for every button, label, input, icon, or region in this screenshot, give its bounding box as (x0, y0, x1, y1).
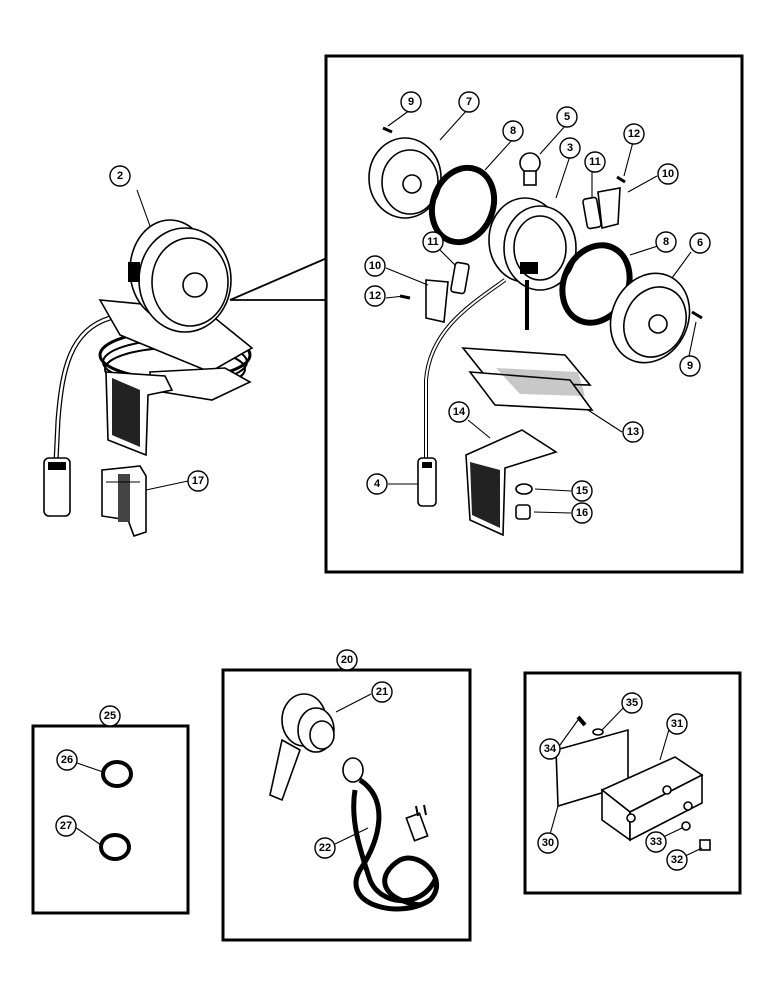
callout-26: 26 (56, 749, 78, 771)
svg-text:5: 5 (564, 111, 570, 123)
svg-text:11: 11 (427, 236, 439, 248)
callout-8: 8 (502, 120, 524, 142)
callout-2: 2 (109, 165, 131, 187)
svg-text:14: 14 (453, 406, 466, 418)
kit-20-parts (269, 693, 439, 912)
callout-21: 21 (371, 681, 393, 703)
callout-9: 9 (400, 91, 422, 113)
svg-text:20: 20 (341, 654, 353, 666)
callout-12: 12 (623, 123, 645, 145)
callout-3: 3 (559, 137, 581, 159)
svg-text:8: 8 (510, 125, 516, 137)
callout-20: 20 (336, 649, 358, 671)
svg-text:32: 32 (671, 854, 683, 866)
svg-text:13: 13 (627, 426, 639, 438)
callout-11b: 11 (422, 231, 444, 253)
callout-34: 34 (539, 738, 561, 760)
kit-30-frame (523, 671, 742, 895)
callout-17: 17 (187, 470, 209, 492)
exploded-lamp-parts (368, 126, 703, 537)
callout-33: 33 (645, 831, 667, 853)
svg-text:12: 12 (628, 128, 640, 140)
svg-text:21: 21 (376, 686, 388, 698)
svg-text:11: 11 (589, 156, 601, 168)
callout-7: 7 (458, 91, 480, 113)
svg-text:27: 27 (60, 820, 72, 832)
callout-11: 11 (584, 151, 606, 173)
svg-text:30: 30 (542, 837, 554, 849)
callout-30: 30 (537, 832, 559, 854)
svg-text:8: 8 (663, 236, 669, 248)
callout-31: 31 (666, 713, 688, 735)
svg-text:4: 4 (374, 478, 381, 490)
callout-4: 4 (366, 473, 388, 495)
callout-22: 22 (314, 837, 336, 859)
callout-9b: 9 (679, 355, 701, 377)
callout-15: 15 (571, 480, 593, 502)
exploded-view-frame (324, 54, 744, 574)
svg-text:7: 7 (466, 96, 472, 108)
exploded-leaders (136, 109, 697, 514)
svg-text:35: 35 (626, 697, 638, 709)
kit-25-frame (31, 724, 190, 915)
svg-text:25: 25 (104, 710, 116, 722)
callout-25: 25 (99, 705, 121, 727)
svg-text:22: 22 (319, 842, 331, 854)
svg-text:26: 26 (61, 754, 73, 766)
svg-text:12: 12 (369, 290, 381, 302)
svg-text:34: 34 (544, 743, 557, 755)
callout-8b: 8 (655, 231, 677, 253)
callout-14: 14 (448, 401, 470, 423)
svg-text:3: 3 (567, 142, 573, 154)
svg-text:10: 10 (662, 168, 674, 180)
callout-12b: 12 (364, 285, 386, 307)
callout-35: 35 (621, 692, 643, 714)
svg-text:33: 33 (650, 836, 662, 848)
svg-text:9: 9 (687, 360, 693, 372)
svg-text:16: 16 (576, 507, 588, 519)
assembled-lamp (43, 219, 254, 517)
bracket-17 (101, 465, 147, 538)
callout-32: 32 (666, 849, 688, 871)
callout-16: 16 (571, 502, 593, 524)
svg-text:31: 31 (671, 718, 683, 730)
kit-25-parts (99, 760, 133, 861)
svg-text:6: 6 (697, 237, 703, 249)
callout-10: 10 (657, 163, 679, 185)
detail-pointer (229, 257, 328, 301)
kit-30-parts (555, 715, 711, 851)
callout-6: 6 (689, 232, 711, 254)
callout-27: 27 (55, 815, 77, 837)
callout-5: 5 (556, 106, 578, 128)
callout-13: 13 (622, 421, 644, 443)
svg-text:2: 2 (117, 170, 123, 182)
svg-text:9: 9 (408, 96, 414, 108)
svg-text:10: 10 (369, 260, 381, 272)
svg-text:17: 17 (192, 475, 204, 487)
svg-text:15: 15 (576, 485, 588, 497)
callout-10b: 10 (364, 255, 386, 277)
